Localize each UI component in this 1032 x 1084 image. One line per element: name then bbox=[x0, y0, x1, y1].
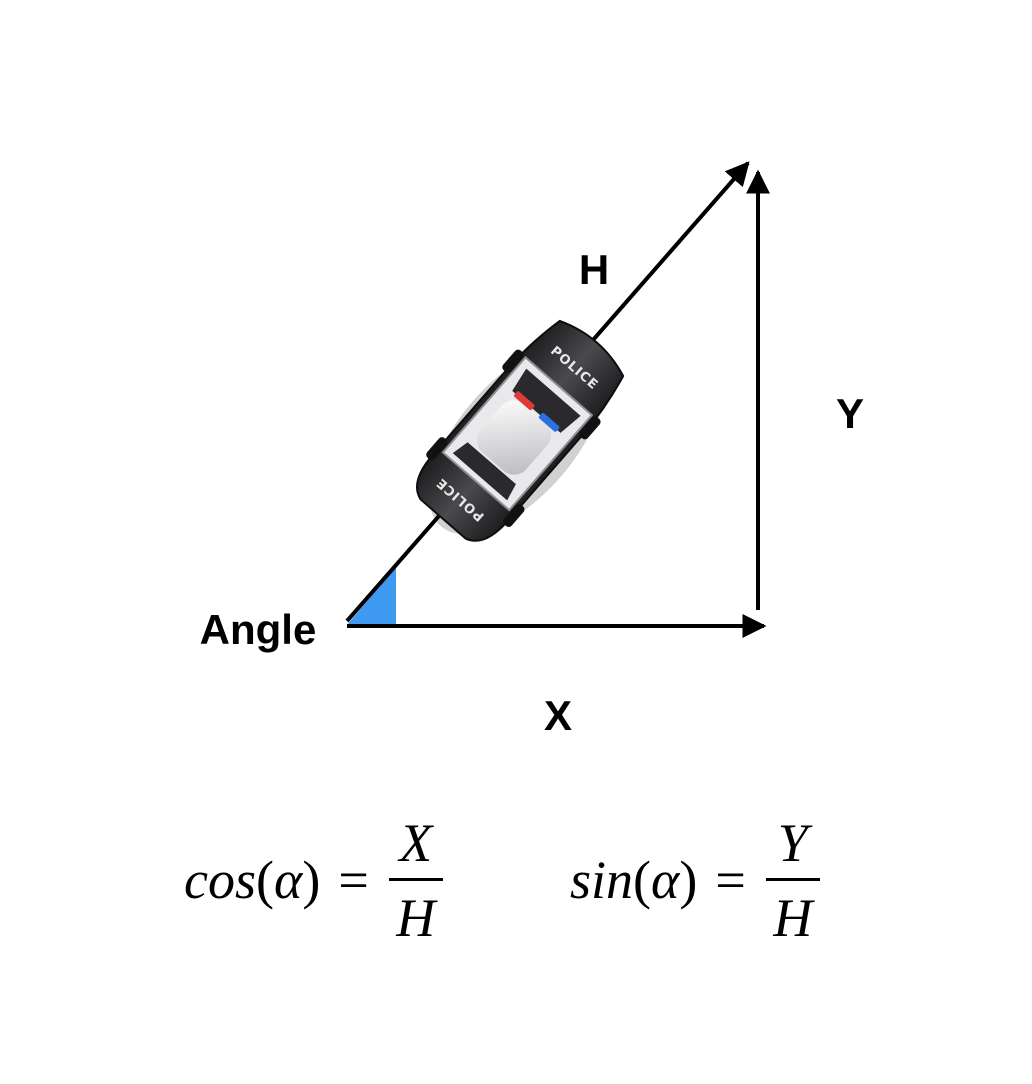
opposite-label: Y bbox=[836, 390, 864, 437]
sin-equals: = bbox=[715, 850, 746, 910]
sin-denominator: H bbox=[773, 887, 813, 948]
cos-close-paren: ) bbox=[302, 850, 321, 910]
sin-open-paren: ( bbox=[633, 850, 652, 910]
cos-denominator: H bbox=[396, 887, 436, 948]
sin-fraction-bar bbox=[765, 877, 820, 881]
sin-argument: α bbox=[651, 850, 680, 910]
cos-fraction-bar bbox=[388, 877, 443, 881]
sin-fraction: Y H bbox=[765, 812, 820, 948]
sin-close-paren: ) bbox=[679, 850, 698, 910]
cos-numerator: X bbox=[399, 812, 433, 873]
police-car-icon: POLICE POLICE bbox=[416, 319, 625, 542]
cos-open-paren: ( bbox=[255, 850, 274, 910]
adjacent-label: X bbox=[544, 692, 572, 739]
sin-formula: sin ( α ) = Y H bbox=[570, 805, 820, 955]
cos-formula: cos ( α ) = X H bbox=[184, 805, 443, 955]
cos-fraction: X H bbox=[388, 812, 443, 948]
sin-function: sin bbox=[570, 850, 634, 910]
sin-numerator: Y bbox=[777, 812, 808, 873]
cos-argument: α bbox=[273, 850, 303, 910]
cos-function: cos bbox=[184, 850, 256, 910]
hypotenuse-label: H bbox=[579, 246, 609, 293]
angle-label: Angle bbox=[200, 606, 317, 653]
cos-equals: = bbox=[338, 850, 369, 910]
